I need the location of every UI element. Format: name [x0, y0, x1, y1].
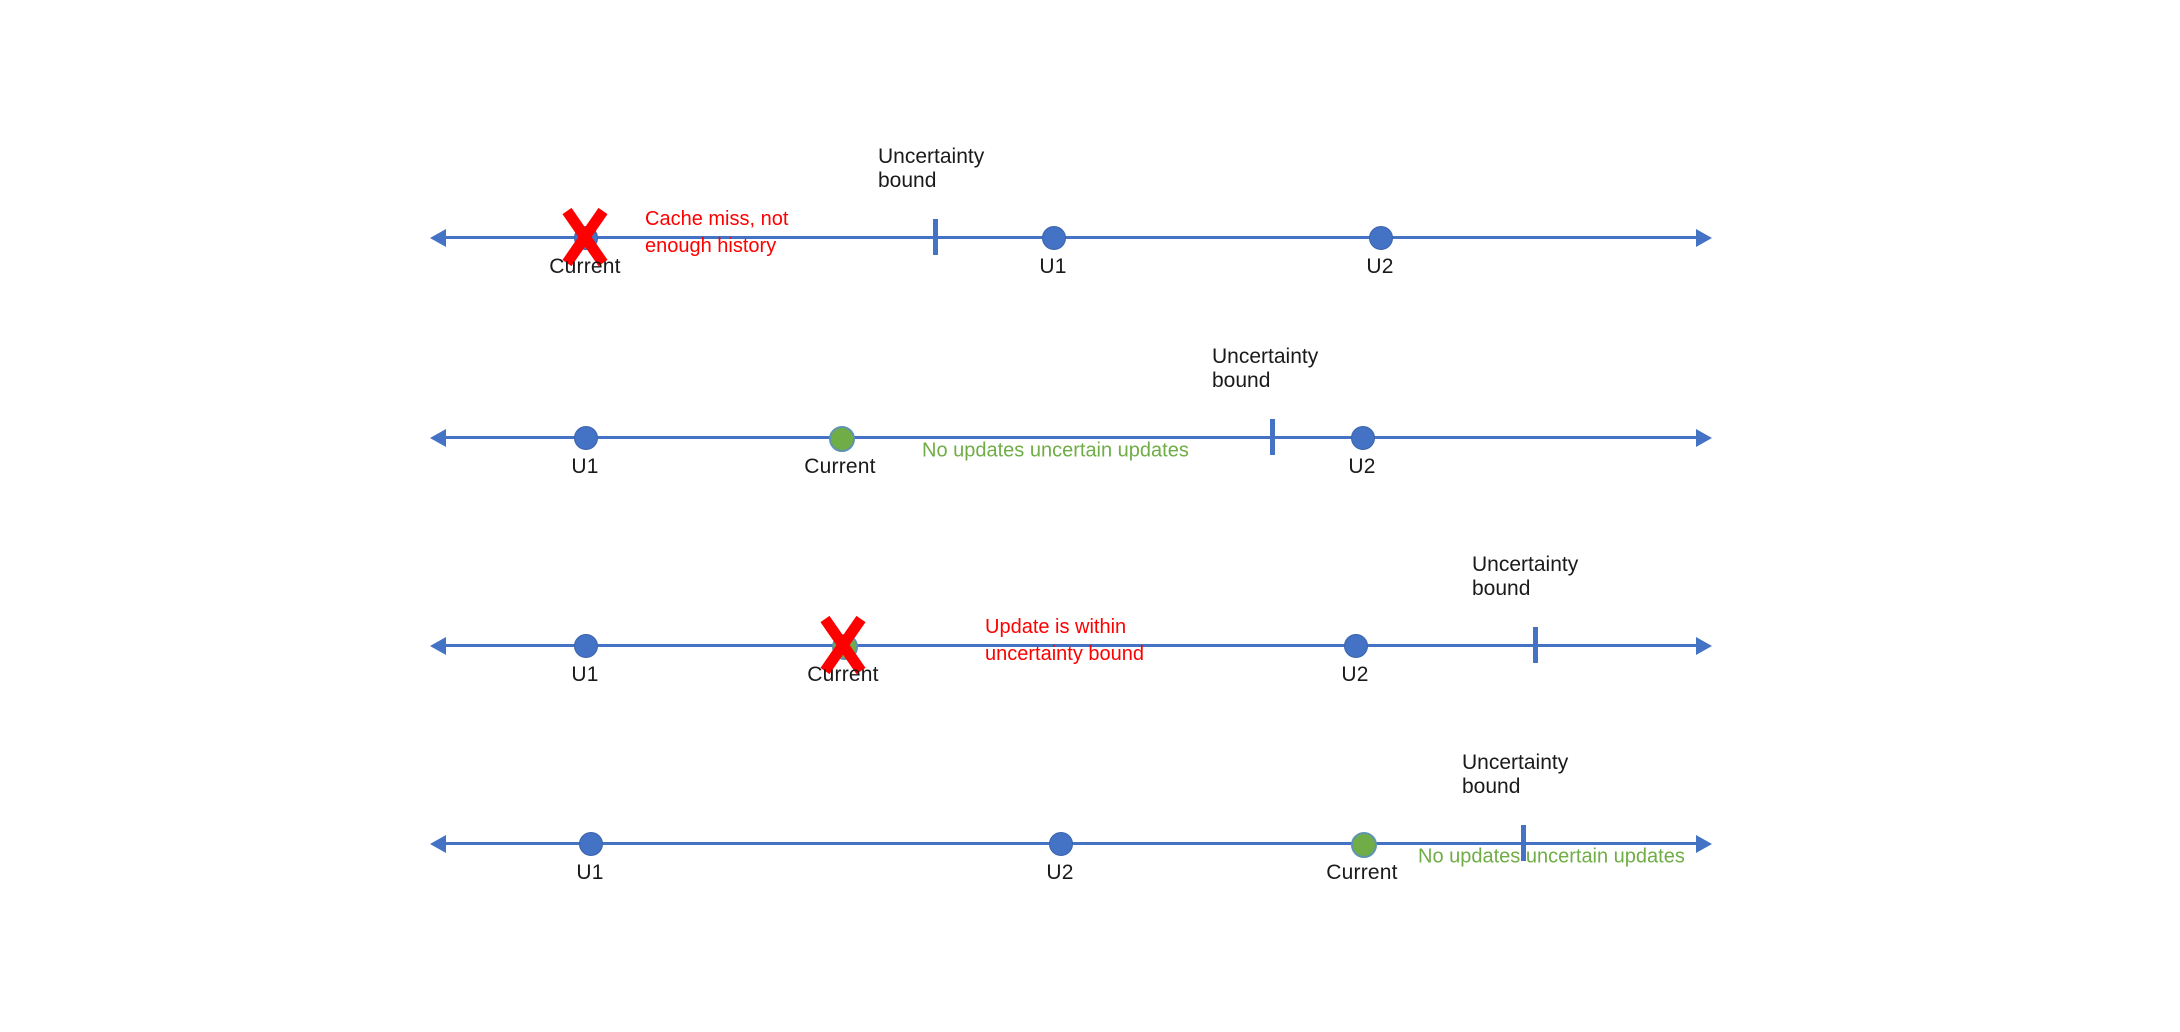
red-x-icon — [816, 614, 870, 676]
marker-label-u1: U1 — [571, 455, 599, 478]
axis-arrow-right-icon — [1696, 835, 1712, 853]
annotation-row-2: No updates uncertain updates — [922, 439, 1189, 462]
red-x-icon — [558, 206, 612, 268]
marker-label-u2: U2 — [1046, 861, 1074, 884]
annotation-row-1: Cache miss, not enough history — [645, 208, 789, 257]
marker-dot-u1[interactable] — [574, 426, 598, 450]
uncertainty-bound-tick — [1521, 825, 1526, 861]
axis-arrow-right-icon — [1696, 429, 1712, 447]
marker-label-u1: U1 — [1039, 255, 1067, 278]
uncertainty-bound-label-line: bound — [1212, 368, 1271, 392]
uncertainty-bound-label-line: Uncertainty — [1462, 751, 1569, 774]
axis-arrow-left-icon — [430, 229, 446, 247]
axis-arrow-left-icon — [430, 835, 446, 853]
uncertainty-bound-label-line: bound — [1462, 774, 1521, 798]
marker-dot-u1[interactable] — [574, 634, 598, 658]
marker-label-u2: U2 — [1341, 663, 1369, 686]
uncertainty-bound-label-line: Uncertainty — [1472, 553, 1579, 576]
marker-dot-u2[interactable] — [1369, 226, 1393, 250]
marker-label-u1: U1 — [571, 663, 599, 686]
axis-arrow-left-icon — [430, 637, 446, 655]
axis-line — [444, 644, 1698, 647]
marker-label-current: Current — [804, 455, 876, 478]
annotation-row-3: Update is within uncertainty bound — [985, 616, 1145, 665]
uncertainty-bound-label-line: bound — [878, 168, 937, 192]
uncertainty-bound-tick — [1533, 627, 1538, 663]
axis-line — [444, 436, 1698, 439]
uncertainty-bound-tick — [933, 219, 938, 255]
marker-label-current: Current — [1326, 861, 1398, 884]
marker-label-current: Current — [549, 255, 621, 278]
uncertainty-bound-label-line: Uncertainty — [878, 145, 985, 168]
axis-arrow-left-icon — [430, 429, 446, 447]
axis-arrow-right-icon — [1696, 637, 1712, 655]
axis-arrow-right-icon — [1696, 229, 1712, 247]
annotation-row-4: No updates uncertain updates — [1418, 845, 1685, 868]
marker-label-u2: U2 — [1348, 455, 1376, 478]
marker-dot-u2[interactable] — [1344, 634, 1368, 658]
uncertainty-bound-label-line: bound — [1472, 576, 1531, 600]
uncertainty-bound-tick — [1270, 419, 1275, 455]
marker-dot-u2[interactable] — [1049, 832, 1073, 856]
marker-label-u2: U2 — [1366, 255, 1394, 278]
marker-dot-current[interactable] — [829, 426, 855, 452]
axis-line — [444, 236, 1698, 239]
marker-dot-current[interactable] — [1351, 832, 1377, 858]
marker-dot-u1[interactable] — [1042, 226, 1066, 250]
marker-label-u1: U1 — [576, 861, 604, 884]
uncertainty-bound-label-line: Uncertainty — [1212, 345, 1319, 368]
marker-dot-u1[interactable] — [579, 832, 603, 856]
marker-dot-u2[interactable] — [1351, 426, 1375, 450]
marker-label-current: Current — [807, 663, 879, 686]
